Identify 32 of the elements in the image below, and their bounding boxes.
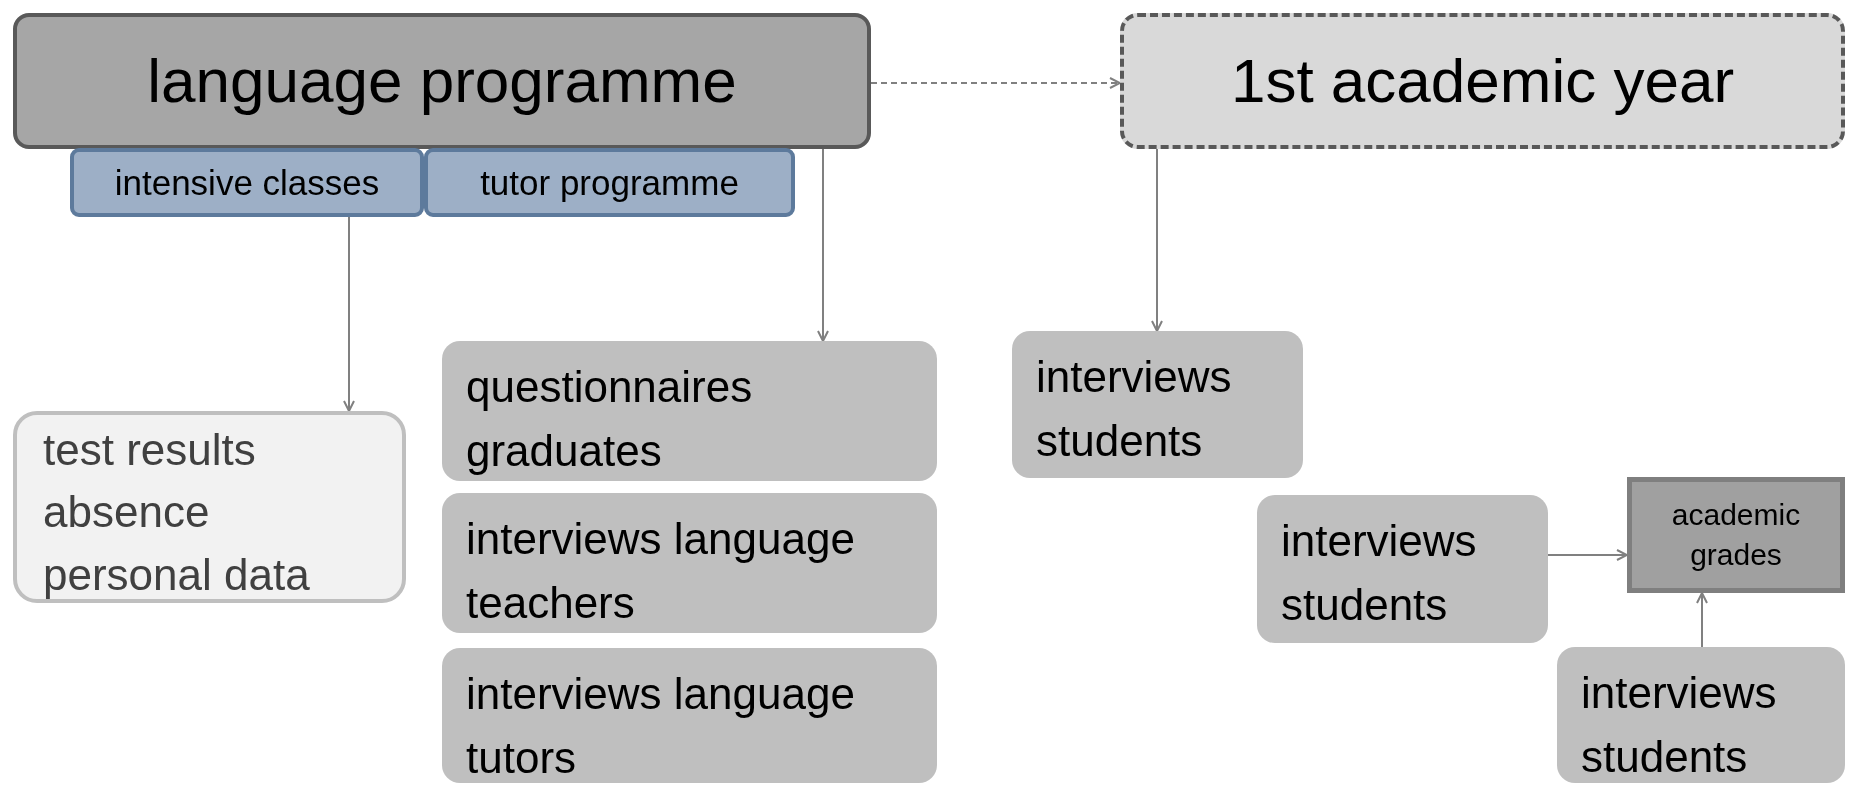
year-box — [1120, 13, 1845, 149]
source-box — [442, 341, 937, 481]
grades-box — [1627, 477, 1845, 593]
node-text: academic grades — [1670, 496, 1802, 573]
node-text: absence — [43, 486, 210, 539]
node-text: intensive classes — [114, 161, 380, 204]
node-text: interviews students — [1036, 351, 1233, 467]
arrow — [1151, 148, 1163, 332]
node-text: questionnaires graduates — [466, 361, 754, 477]
node-text: interviews language teachers — [466, 513, 856, 629]
node-text: language programme — [147, 44, 737, 117]
arrow — [1547, 549, 1628, 561]
node-text: 1st academic year — [1230, 44, 1735, 117]
arrow — [870, 77, 1121, 89]
node-text: interviews students — [1581, 667, 1778, 783]
arrow — [1696, 592, 1708, 648]
node-text: interviews students — [1281, 515, 1478, 631]
node-text: personal data — [43, 548, 310, 601]
data-box — [13, 411, 406, 603]
source-box — [442, 493, 937, 633]
programme-box — [13, 13, 871, 149]
node-text: tutor programme — [480, 161, 739, 204]
component-box — [70, 148, 424, 217]
node-text: interviews language tutors — [466, 668, 856, 784]
source-box — [442, 648, 937, 783]
source-box — [1557, 647, 1845, 783]
node-text: test results — [43, 424, 256, 476]
arrow — [343, 216, 355, 412]
arrow — [817, 148, 829, 342]
source-box — [1012, 331, 1303, 478]
source-box — [1257, 495, 1548, 643]
component-box — [424, 148, 795, 217]
